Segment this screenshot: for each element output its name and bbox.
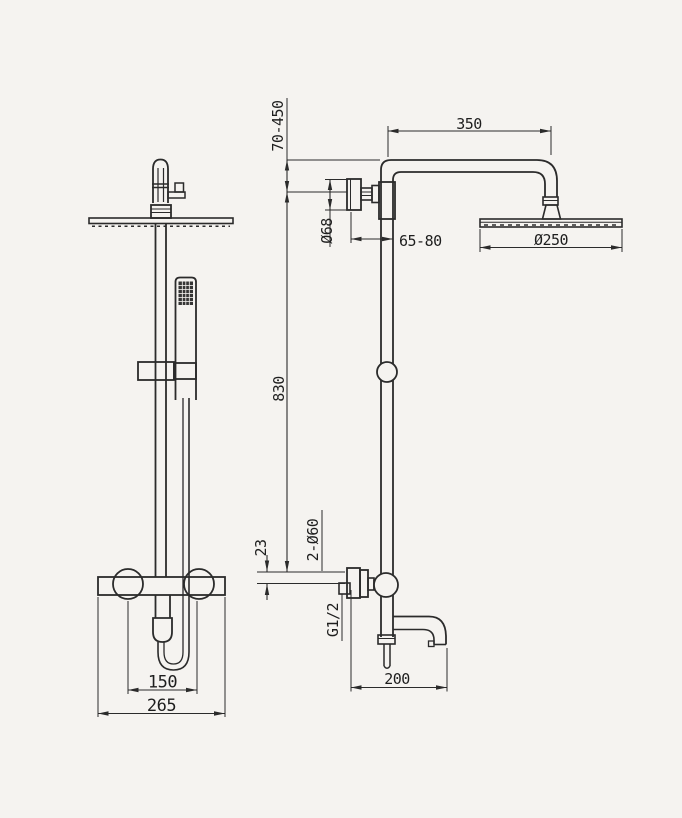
dim-head-diameter-label: Ø250 <box>534 231 569 249</box>
dim-valve-width-label: 265 <box>147 696 176 716</box>
side-shower-head <box>479 218 623 228</box>
bracket-collar <box>371 184 380 204</box>
side-slider-knuckle <box>376 361 398 383</box>
hand-shower-outline <box>174 276 197 400</box>
head-ball-joint <box>541 204 562 220</box>
slider-bracket-clamp <box>173 362 197 380</box>
wall-union-right <box>183 568 215 600</box>
bracket-pipe-clamp <box>378 181 396 220</box>
dim-thread-spec-label: G1/2 <box>324 603 342 637</box>
dim-arm-reach-label: 350 <box>456 115 482 133</box>
wall-union-left <box>112 568 144 600</box>
hose-outer <box>157 398 190 671</box>
dimension-lines <box>97 98 623 717</box>
dim-height-adjust-label: 70-450 <box>269 100 287 152</box>
mixer-bar <box>97 576 226 596</box>
dimension-labels: 350 70-450 830 Ø68 65-80 Ø250 23 2-Ø60 G… <box>147 100 569 716</box>
front-arm-outline <box>152 158 169 203</box>
mixer-inlet-nipple <box>338 582 351 595</box>
dim-bracket-diameter-label: Ø68 <box>318 218 336 244</box>
mixer-body <box>359 569 369 598</box>
dim-hose-span-label: 150 <box>148 673 177 693</box>
spout-outer <box>393 615 447 645</box>
dim-wall-clearance-label: 65-80 <box>399 232 442 250</box>
front-view <box>88 158 234 671</box>
bracket-neck <box>360 187 373 201</box>
mixer-handle-knob <box>373 572 399 598</box>
hose-inner <box>163 398 184 665</box>
wall-flange <box>346 178 362 211</box>
pipe-bottom-nut <box>377 634 396 645</box>
measure-lines <box>98 128 622 716</box>
side-view <box>338 159 623 669</box>
spout-inner <box>393 628 435 645</box>
front-diverter-arm <box>167 191 186 199</box>
dim-riser-height-label: 830 <box>270 376 288 402</box>
dim-spout-reach-label: 200 <box>384 670 410 688</box>
side-riser-arm-inner <box>392 171 546 637</box>
hose-outlet-knob <box>152 617 173 643</box>
extension-lines <box>97 98 623 717</box>
front-head-nut <box>150 204 172 219</box>
hand-shower-face-grid <box>178 281 193 305</box>
front-shower-head <box>88 217 234 225</box>
front-diverter-knob <box>174 182 185 193</box>
diverter-rod-tip <box>383 665 391 669</box>
side-riser-arm-outer <box>380 159 558 637</box>
dim-flange-spec-label: 2-Ø60 <box>304 518 322 561</box>
dim-inlet-offset-label: 23 <box>252 539 270 556</box>
spout-lip <box>427 640 435 648</box>
